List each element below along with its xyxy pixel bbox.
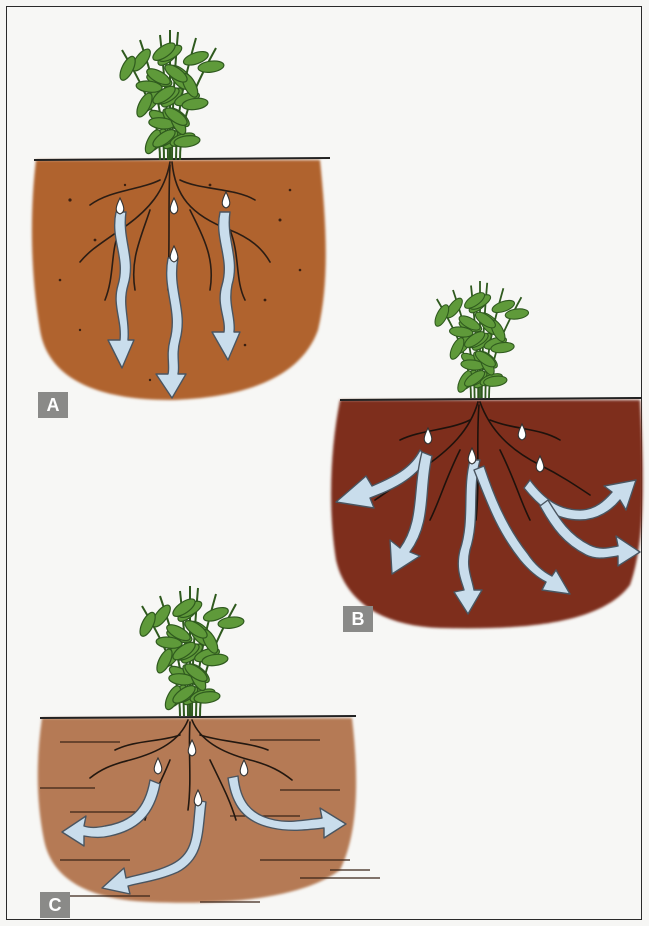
panel-c	[38, 586, 380, 903]
panel-a	[32, 30, 330, 400]
panel-b	[331, 281, 643, 628]
panel-label-a: A	[38, 392, 68, 418]
plant-c	[137, 586, 245, 716]
ground-line-c	[40, 716, 356, 718]
plant-b	[432, 281, 529, 398]
ground-line-b	[340, 398, 642, 400]
panel-label-b: B	[343, 606, 373, 632]
ground-line-a	[34, 158, 330, 160]
panel-label-c: C	[40, 892, 70, 918]
plant-a	[117, 30, 225, 160]
